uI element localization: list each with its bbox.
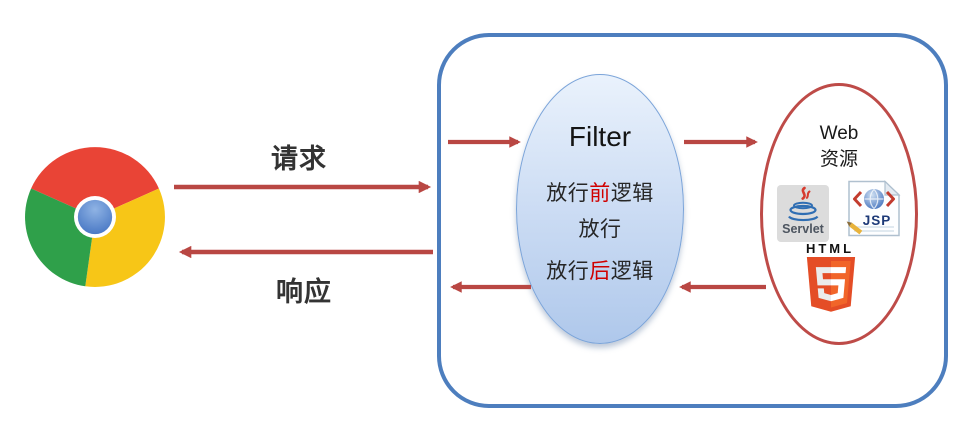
html5-word-label: HTML xyxy=(805,241,855,256)
jsp-icon: JSP xyxy=(845,180,903,237)
before-post-text: 逻辑 xyxy=(610,182,654,205)
filter-after-logic-line: 放行后逻辑 xyxy=(504,255,696,285)
html5-shield-icon xyxy=(806,256,856,317)
jsp-document-icon xyxy=(846,180,901,237)
request-label: 请求 xyxy=(271,144,327,174)
before-highlight-text: 前 xyxy=(589,182,611,205)
servlet-label: Servlet xyxy=(782,222,824,236)
web-resource-line2: 资源 xyxy=(819,148,858,170)
chrome-red-sector xyxy=(31,147,159,217)
jsp-label: JSP xyxy=(862,213,892,228)
filter-before-logic-line: 放行前逻辑 xyxy=(504,177,696,207)
after-post-text: 逻辑 xyxy=(610,260,654,283)
chrome-blue-center xyxy=(77,199,113,235)
chrome-logo-svg xyxy=(25,147,165,287)
pencil-glyph xyxy=(846,221,863,235)
after-highlight-text: 后 xyxy=(589,260,611,283)
web-resource-label: Web 资源 xyxy=(760,121,918,172)
before-pre-text: 放行 xyxy=(546,182,590,205)
web-resource-line1: Web xyxy=(819,123,859,144)
filter-container-box xyxy=(437,33,948,408)
filter-ellipse xyxy=(516,74,684,344)
servlet-icon: Servlet xyxy=(777,185,829,242)
chrome-browser-icon xyxy=(25,147,165,287)
html5-shield-svg xyxy=(806,257,856,312)
filter-pass-line: 放行 xyxy=(578,218,622,241)
filter-title: Filter xyxy=(568,121,632,152)
java-coffee-cup-icon xyxy=(788,186,819,222)
response-label: 响应 xyxy=(276,277,332,307)
after-pre-text: 放行 xyxy=(546,260,590,283)
